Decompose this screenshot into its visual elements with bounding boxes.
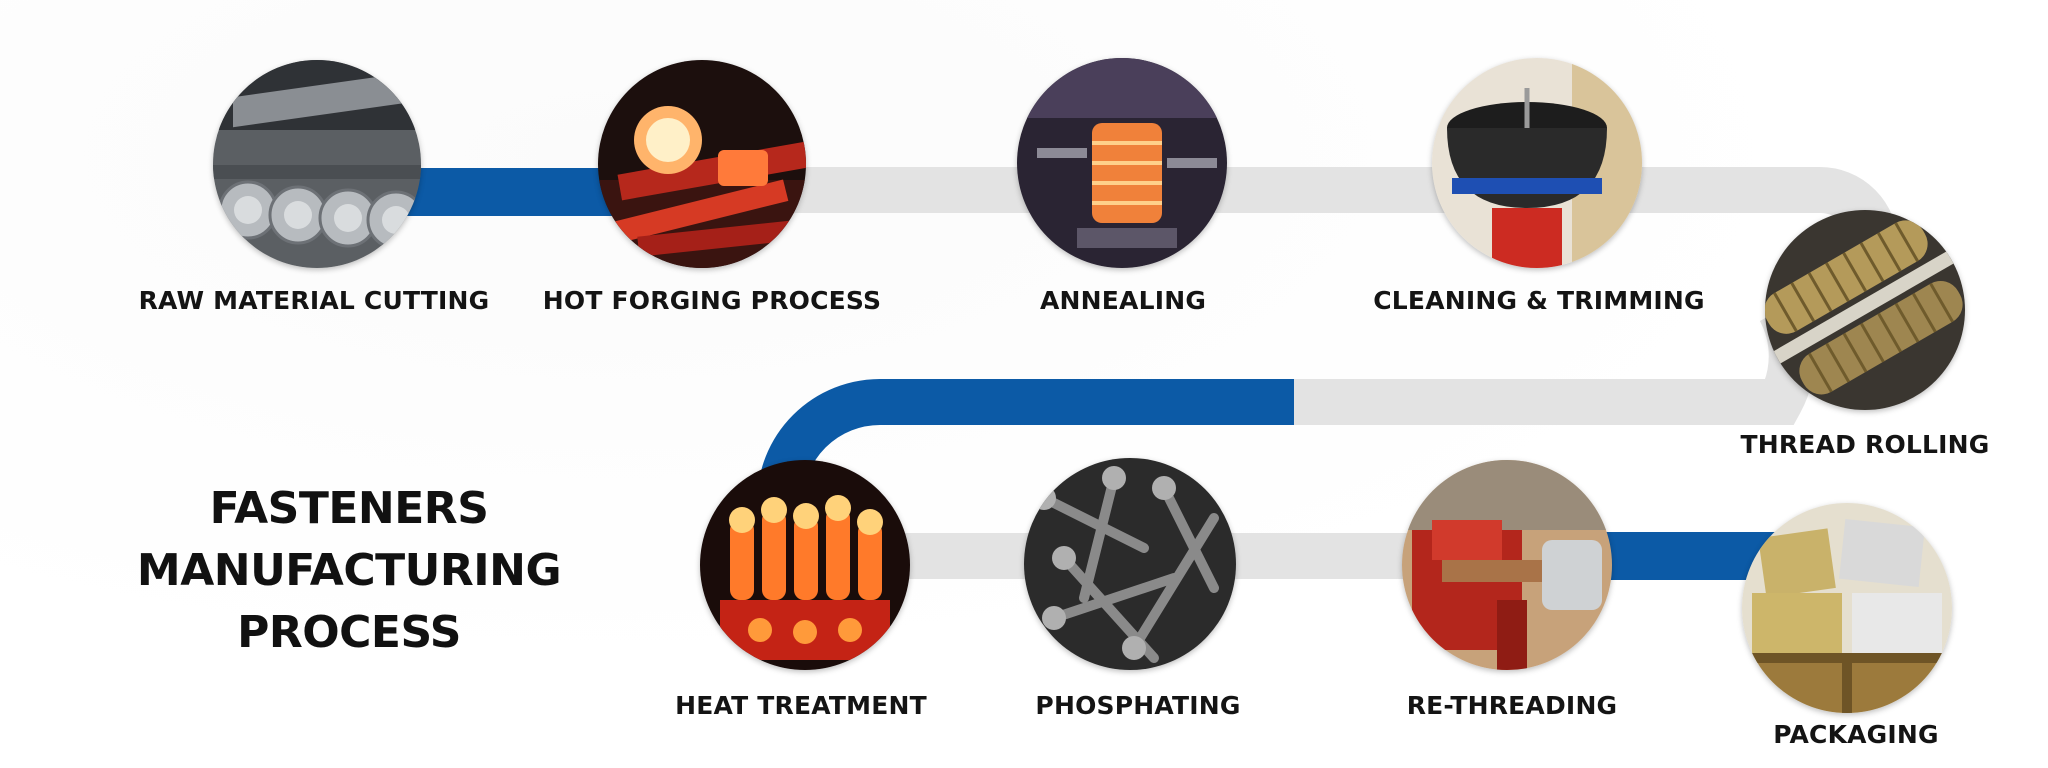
- heat-treated-bolts-photo: [700, 460, 910, 670]
- step-label-packaging: PACKAGING: [1773, 720, 1939, 749]
- step-label-annealing: ANNEALING: [1040, 286, 1206, 315]
- vise-wrench-photo: [1402, 460, 1612, 670]
- step-label-thread-rolling: THREAD ROLLING: [1740, 430, 1989, 459]
- step-label-phosphating: PHOSPHATING: [1035, 691, 1240, 720]
- path-middle-grey: [1290, 310, 1792, 402]
- glowing-forging-photo: [598, 60, 806, 268]
- packaging-crate-photo: [1742, 503, 1952, 713]
- phosphated-bolts-photo: [1024, 458, 1236, 670]
- step-label-raw-material-cutting: RAW MATERIAL CUTTING: [139, 286, 490, 315]
- trimming-machine-photo: [1432, 58, 1642, 268]
- step-label-heat-treatment: HEAT TREATMENT: [675, 691, 927, 720]
- thread-rolling-dies-photo: [1765, 210, 1965, 410]
- steel-bars-photo: [213, 60, 421, 268]
- diagram-title: FASTENERS MANUFACTURING PROCESS: [64, 478, 634, 664]
- step-label-re-threading: RE-THREADING: [1407, 691, 1618, 720]
- path-top-grey: [700, 190, 1875, 300]
- title-line-1: FASTENERS: [64, 478, 634, 540]
- furnace-coil-photo: [1017, 58, 1227, 268]
- title-line-2: MANUFACTURING PROCESS: [64, 540, 634, 664]
- step-label-cleaning-trimming: CLEANING & TRIMMING: [1373, 286, 1705, 315]
- step-label-hot-forging-process: HOT FORGING PROCESS: [543, 286, 881, 315]
